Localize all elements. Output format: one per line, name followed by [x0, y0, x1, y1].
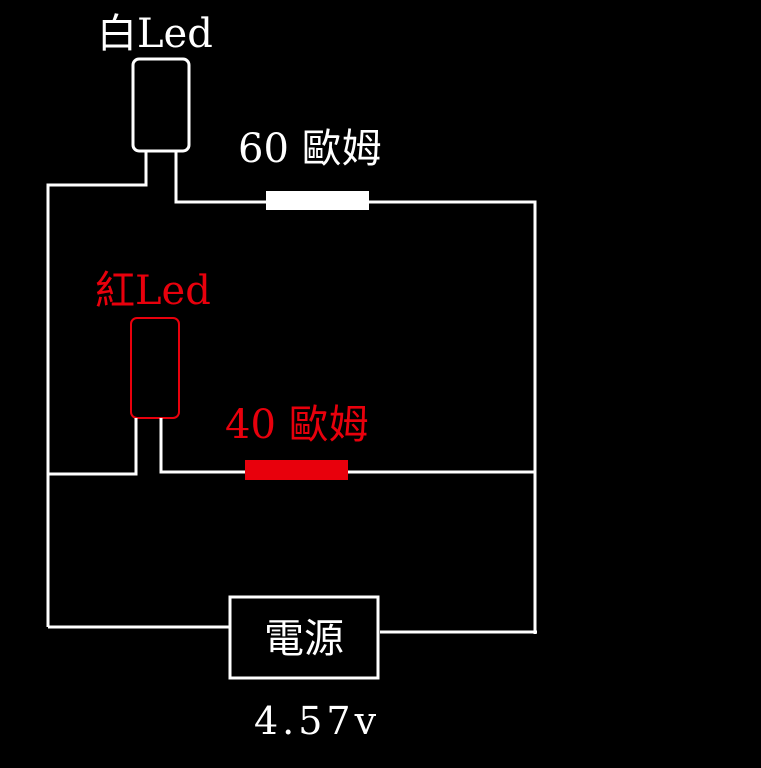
- white-led-body: [131, 57, 191, 153]
- red-led-branch: [48, 317, 535, 480]
- white-led-branch: [46, 57, 537, 634]
- resistor-40-label: 40 歐姆: [225, 402, 369, 448]
- power-source: [48, 595, 537, 680]
- resistor-60-label: 60 歐姆: [238, 126, 382, 172]
- left-main-wire: [46, 151, 148, 627]
- red-led-body: [130, 317, 180, 419]
- voltage-label: 4.57v: [254, 699, 380, 743]
- red-led-label: 紅Led: [95, 268, 211, 314]
- red-led-right-wire: [159, 418, 535, 474]
- power-source-label: 電源: [264, 616, 344, 662]
- white-led-label: 白Led: [97, 11, 213, 57]
- resistor-40-ohm: [245, 460, 348, 480]
- resistor-60-ohm: [266, 191, 369, 210]
- red-led-left-wire: [48, 418, 138, 476]
- power-source-box: [228, 595, 380, 680]
